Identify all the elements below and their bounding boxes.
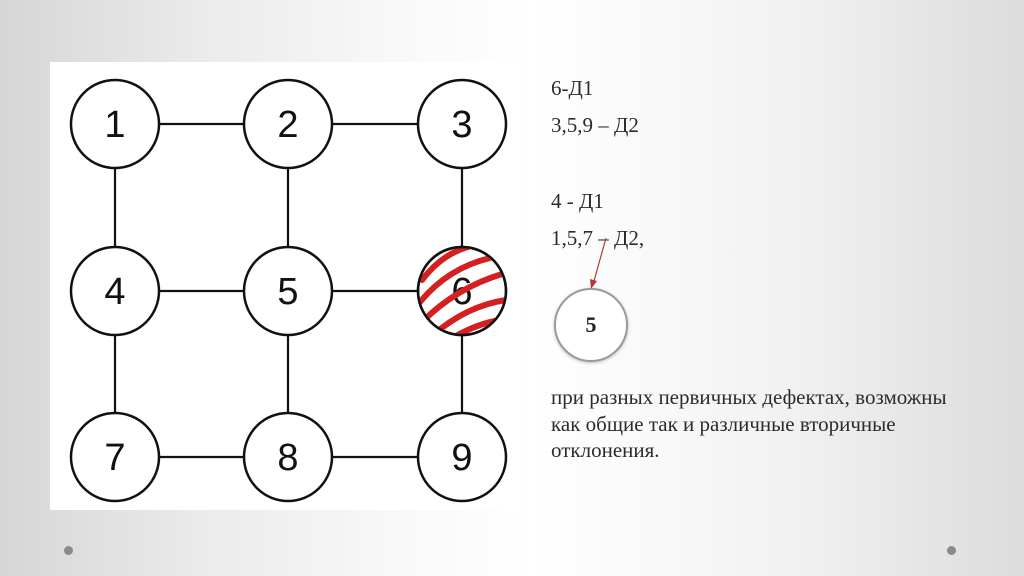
node-outline [416,245,508,337]
node-label: 9 [451,437,472,479]
node-graph-diagram: 1 2 3 4 5 6 7 8 9 [69,78,508,503]
node-label: 8 [277,437,298,479]
node-label: 2 [277,104,298,146]
note-line-3: 4 - Д1 [551,189,604,213]
right-dot-marker [947,546,956,555]
note-line-1: 6-Д1 [551,76,594,100]
note-line-4: 1,5,7 – Д2, [551,226,645,250]
node-4: 4 [69,245,161,337]
node-label: 1 [104,104,125,146]
node-2: 2 [242,78,334,170]
node-3: 3 [416,78,508,170]
node-circle [416,78,508,170]
node-circle [242,78,334,170]
node-7: 7 [69,411,161,503]
description-text: при разных первичных дефектах, возможны … [551,385,947,462]
node-9: 9 [416,411,508,503]
node-circle [242,245,334,337]
node-6: 6 [416,245,508,337]
node-5: 5 [242,245,334,337]
node-label: 3 [451,104,472,146]
diagram-panel: 1 2 3 4 5 6 7 8 9 [50,62,522,510]
badge-circle: 5 [554,288,628,362]
node-1: 1 [69,78,161,170]
node-label: 4 [104,271,125,313]
node-label: 7 [104,437,125,479]
node-circle [416,411,508,503]
node-circle [69,411,161,503]
node-circle [69,245,161,337]
node-circle [69,78,161,170]
left-dot-marker [64,546,73,555]
hatch-stroke [419,247,471,283]
note-line-2: 3,5,9 – Д2 [551,113,639,137]
node-8: 8 [242,411,334,503]
nodes-layer: 1 2 3 4 5 6 7 8 9 [69,78,508,503]
node-label: 5 [277,271,298,313]
hatch-stroke [418,255,493,305]
hatch-stroke [419,271,505,325]
node-circle [242,411,334,503]
